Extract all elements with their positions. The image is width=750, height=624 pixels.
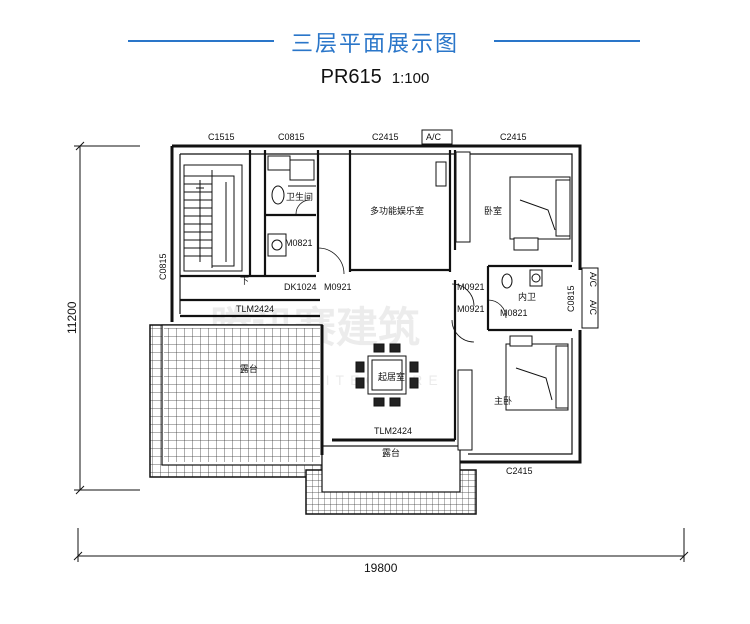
window-c2415-bottom: C2415 <box>506 466 533 476</box>
dimension-height: 11200 <box>65 301 79 334</box>
room-living: 起居室 <box>378 371 405 383</box>
living-table-set <box>355 343 419 407</box>
bathroom-fixtures <box>267 155 316 257</box>
window-c2415-top-mid: C2415 <box>372 132 399 142</box>
window-c0815-right: C0815 <box>566 285 576 312</box>
door-m0921-a: M0921 <box>324 282 352 292</box>
exterior-walls <box>170 144 582 464</box>
page-header: 三层平面展示图 <box>0 22 750 62</box>
dimension-lines <box>73 141 689 562</box>
ensuite-fixtures <box>501 269 543 289</box>
ac-units <box>421 129 599 329</box>
window-c2415-top-right: C2415 <box>500 132 527 142</box>
window-c0815-top: C0815 <box>278 132 305 142</box>
master-furniture <box>457 335 569 451</box>
door-m0921-b: M0921 <box>457 282 485 292</box>
window-c0815-left: C0815 <box>158 253 168 280</box>
dimension-width: 19800 <box>364 561 398 575</box>
room-bedroom: 卧室 <box>484 205 502 217</box>
door-tlm2424-bottom: TLM2424 <box>374 426 412 436</box>
ac-tag-top: A/C <box>426 132 442 142</box>
staircase <box>183 164 243 272</box>
room-terrace-left: 露台 <box>240 363 258 375</box>
terrace-bottom-inner <box>321 445 461 493</box>
room-terrace-bottom: 露台 <box>382 447 400 459</box>
room-multifunction: 多功能娱乐室 <box>370 205 424 217</box>
door-m0821-bath: M0821 <box>285 238 313 248</box>
room-master: 主卧 <box>494 395 512 407</box>
ac-tag-right-a: A/C <box>588 272 598 288</box>
terrace-left-pattern <box>164 328 320 462</box>
plan-code: PR615 <box>320 66 382 88</box>
plan-subtitle: PR615 1:100 <box>0 66 750 89</box>
door-swings <box>295 199 507 343</box>
ac-tag-right-b: A/C <box>588 300 598 316</box>
door-tlm2424-left: TLM2424 <box>236 304 274 314</box>
room-ensuite: 内卫 <box>518 291 536 303</box>
title-rule-left <box>128 40 274 42</box>
door-dk1024: DK1024 <box>284 282 317 292</box>
door-m0921-c: M0921 <box>457 304 485 314</box>
window-c1515: C1515 <box>208 132 235 142</box>
stair-down-label: 下 <box>240 277 249 287</box>
plan-scale: 1:100 <box>391 70 430 87</box>
room-bathroom: 卫生间 <box>286 191 313 203</box>
door-m0821-ensuite: M0821 <box>500 308 528 318</box>
exterior-walls-inner <box>179 153 573 455</box>
bedroom-furniture <box>455 151 571 251</box>
page-title: 三层平面展示图 <box>290 32 459 57</box>
interior-walls <box>180 150 572 440</box>
title-rule-right <box>494 40 640 42</box>
